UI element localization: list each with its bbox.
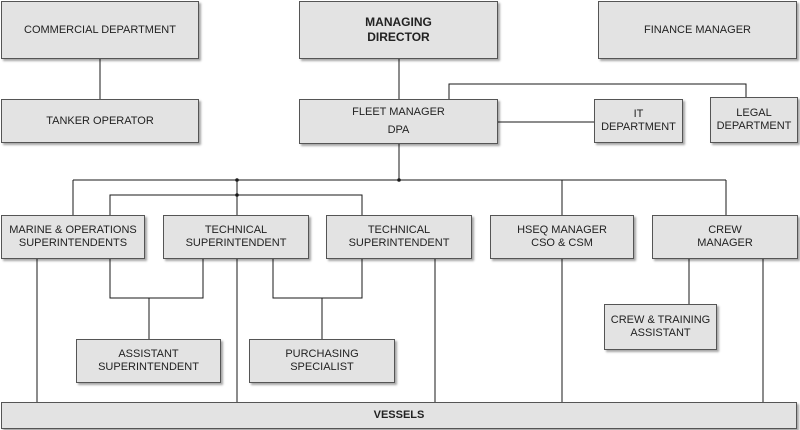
finance-manager-box: FINANCE MANAGER	[598, 1, 797, 59]
managing-director-label: MANAGING DIRECTOR	[365, 15, 432, 44]
assistant-superintendent-box: ASSISTANT SUPERINTENDENT	[76, 339, 221, 383]
junction-dot	[235, 178, 239, 182]
technical-superintendent-label: TECHNICAL SUPERINTENDENT	[348, 224, 450, 249]
technical-superintendent-box: TECHNICAL SUPERINTENDENT	[326, 215, 472, 259]
it-department-box: IT DEPARTMENT	[594, 99, 683, 143]
crew-training-assistant-box: CREW & TRAINING ASSISTANT	[604, 304, 717, 350]
tanker-operator-box: TANKER OPERATOR	[1, 99, 199, 143]
purchasing-specialist-label: PURCHASING SPECIALIST	[285, 348, 359, 373]
fleet-manager-dpa: DPA	[387, 124, 410, 137]
junction-dot	[235, 193, 239, 197]
commercial-department-box: COMMERCIAL DEPARTMENT	[1, 1, 199, 59]
hseq-manager-box: HSEQ MANAGER CSO & CSM	[490, 215, 634, 259]
connector-to-purchasing	[272, 259, 363, 299]
marine-operations-superintendents-label: MARINE & OPERATIONS SUPERINTENDENTS	[9, 224, 137, 249]
technical-superintendent-box: TECHNICAL SUPERINTENDENT	[163, 215, 309, 259]
managing-director-box: MANAGING DIRECTOR	[299, 1, 498, 59]
connector-tech2-branch	[237, 194, 363, 215]
connector-to-assistant	[109, 259, 204, 299]
technical-superintendent-label: TECHNICAL SUPERINTENDENT	[185, 224, 287, 249]
crew-manager-box: CREW MANAGER	[652, 215, 798, 259]
commercial-department-label: COMMERCIAL DEPARTMENT	[24, 23, 176, 36]
fleet-manager-title: FLEET MANAGER	[352, 105, 445, 118]
hseq-manager-label: HSEQ MANAGER CSO & CSM	[517, 224, 607, 249]
assistant-superintendent-label: ASSISTANT SUPERINTENDENT	[98, 348, 199, 373]
junction-dot	[397, 178, 401, 182]
crew-training-assistant-label: CREW & TRAINING ASSISTANT	[610, 314, 711, 339]
purchasing-specialist-box: PURCHASING SPECIALIST	[249, 339, 395, 383]
fleet-manager-box: FLEET MANAGER DPA	[299, 99, 498, 144]
connector-tech1-branch	[109, 180, 238, 215]
marine-operations-superintendents-box: MARINE & OPERATIONS SUPERINTENDENTS	[1, 215, 145, 259]
it-department-label: IT DEPARTMENT	[601, 108, 676, 133]
tanker-operator-label: TANKER OPERATOR	[46, 114, 154, 127]
crew-manager-label: CREW MANAGER	[697, 224, 753, 249]
finance-manager-label: FINANCE MANAGER	[644, 23, 751, 36]
connector-fleet-legal	[448, 83, 747, 99]
vessels-label: VESSELS	[373, 409, 425, 421]
vessels-box: VESSELS	[1, 402, 797, 429]
legal-department-label: LEGAL DEPARTMENT	[716, 107, 792, 132]
legal-department-box: LEGAL DEPARTMENT	[710, 97, 798, 143]
